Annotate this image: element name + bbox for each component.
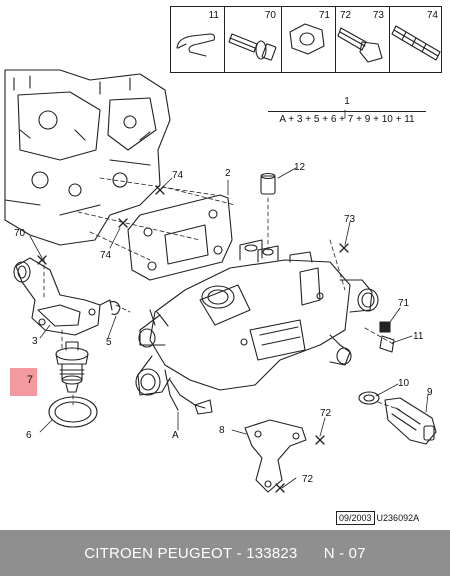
clip-5: [109, 301, 121, 315]
kit-formula: A + 3 + 5 + 6 + 7 + 9 + 10 + 11: [279, 114, 415, 125]
callout-9: 9: [427, 387, 433, 398]
callout-11: 11: [413, 331, 424, 342]
engine-block: [4, 69, 171, 246]
callout-8: 8: [219, 425, 225, 436]
callout-74-left: 74: [100, 250, 112, 261]
callout-6: 6: [26, 430, 32, 441]
seal-6: [48, 396, 98, 428]
callout-12: 12: [294, 162, 306, 173]
cross-markers: [37, 185, 349, 493]
bracket-8: [244, 419, 307, 493]
hardware-cell-71: 71: [281, 7, 335, 72]
hardware-number: 72: [340, 10, 352, 21]
callout-a: A: [172, 430, 179, 441]
footer-bar: CITROEN PEUGEOT - 133823 N - 07: [0, 530, 450, 576]
callout-72-bottom: 72: [302, 474, 314, 485]
thermostat-7: [55, 341, 89, 393]
hardware-number: 71: [318, 10, 330, 21]
temperature-sensor-9: [384, 397, 437, 445]
hardware-cell-74: 74: [389, 7, 443, 72]
washer-10: [358, 391, 380, 405]
kit-composition: 1 A + 3 + 5 + 6 + 7 + 9 + 10 + 11: [262, 96, 432, 125]
footer-spacer: [297, 545, 323, 562]
leader-lines: [29, 109, 429, 489]
water-outlet-3: [13, 257, 113, 336]
callout-10: 10: [398, 378, 410, 389]
footer-page: N - 07: [323, 544, 366, 562]
hardware-drawings: [176, 23, 441, 63]
callout-2: 2: [225, 168, 231, 179]
callout-70: 70: [14, 228, 26, 239]
kit-divider: [268, 111, 426, 112]
exploded-diagram: 74 2 12 70 74 73 3 5 71 11 10 9 6 A 8 72…: [4, 6, 442, 525]
hardware-cell-11: 11: [171, 7, 224, 72]
hardware-number: 70: [264, 10, 276, 21]
diagram-drawing: 74 2 12 70 74 73 3 5 71 11 10 9 6 A 8 72…: [4, 23, 441, 493]
callout-5: 5: [106, 337, 112, 348]
gasket-2: [127, 194, 233, 281]
reference-date: 09/2003: [336, 511, 375, 525]
highlighted-part-number: 7: [26, 374, 33, 386]
hardware-cell-72-73: 72 73: [335, 7, 389, 72]
hardware-box: 11 70 71 72 73 74: [170, 6, 442, 73]
sensor-71: [379, 321, 395, 353]
callout-3: 3: [32, 336, 38, 347]
drawing-reference: 09/2003 U236092A: [336, 511, 419, 525]
callout-71: 71: [398, 298, 410, 309]
kit-number: 1: [344, 96, 350, 107]
footer-separator: -: [232, 544, 247, 562]
hardware-cell-70: 70: [224, 7, 281, 72]
hardware-number: 74: [426, 10, 438, 21]
callout-labels: 74 2 12 70 74 73 3 5 71 11 10 9 6 A 8 72…: [14, 162, 433, 485]
footer-brand: CITROEN PEUGEOT: [84, 544, 233, 562]
assembly-lines: [43, 177, 401, 411]
callout-73: 73: [344, 214, 356, 225]
hardware-number: 11: [208, 10, 219, 21]
bleed-screw-12: [260, 172, 276, 195]
reference-code: U236092A: [376, 513, 420, 523]
callout-72-right: 72: [320, 408, 332, 419]
thermostat-housing-a: [135, 239, 379, 415]
highlighted-part-label[interactable]: 7: [10, 368, 37, 396]
callout-74-top: 74: [172, 170, 184, 181]
footer-part-number: 133823: [246, 544, 298, 562]
hardware-number: 73: [372, 10, 384, 21]
